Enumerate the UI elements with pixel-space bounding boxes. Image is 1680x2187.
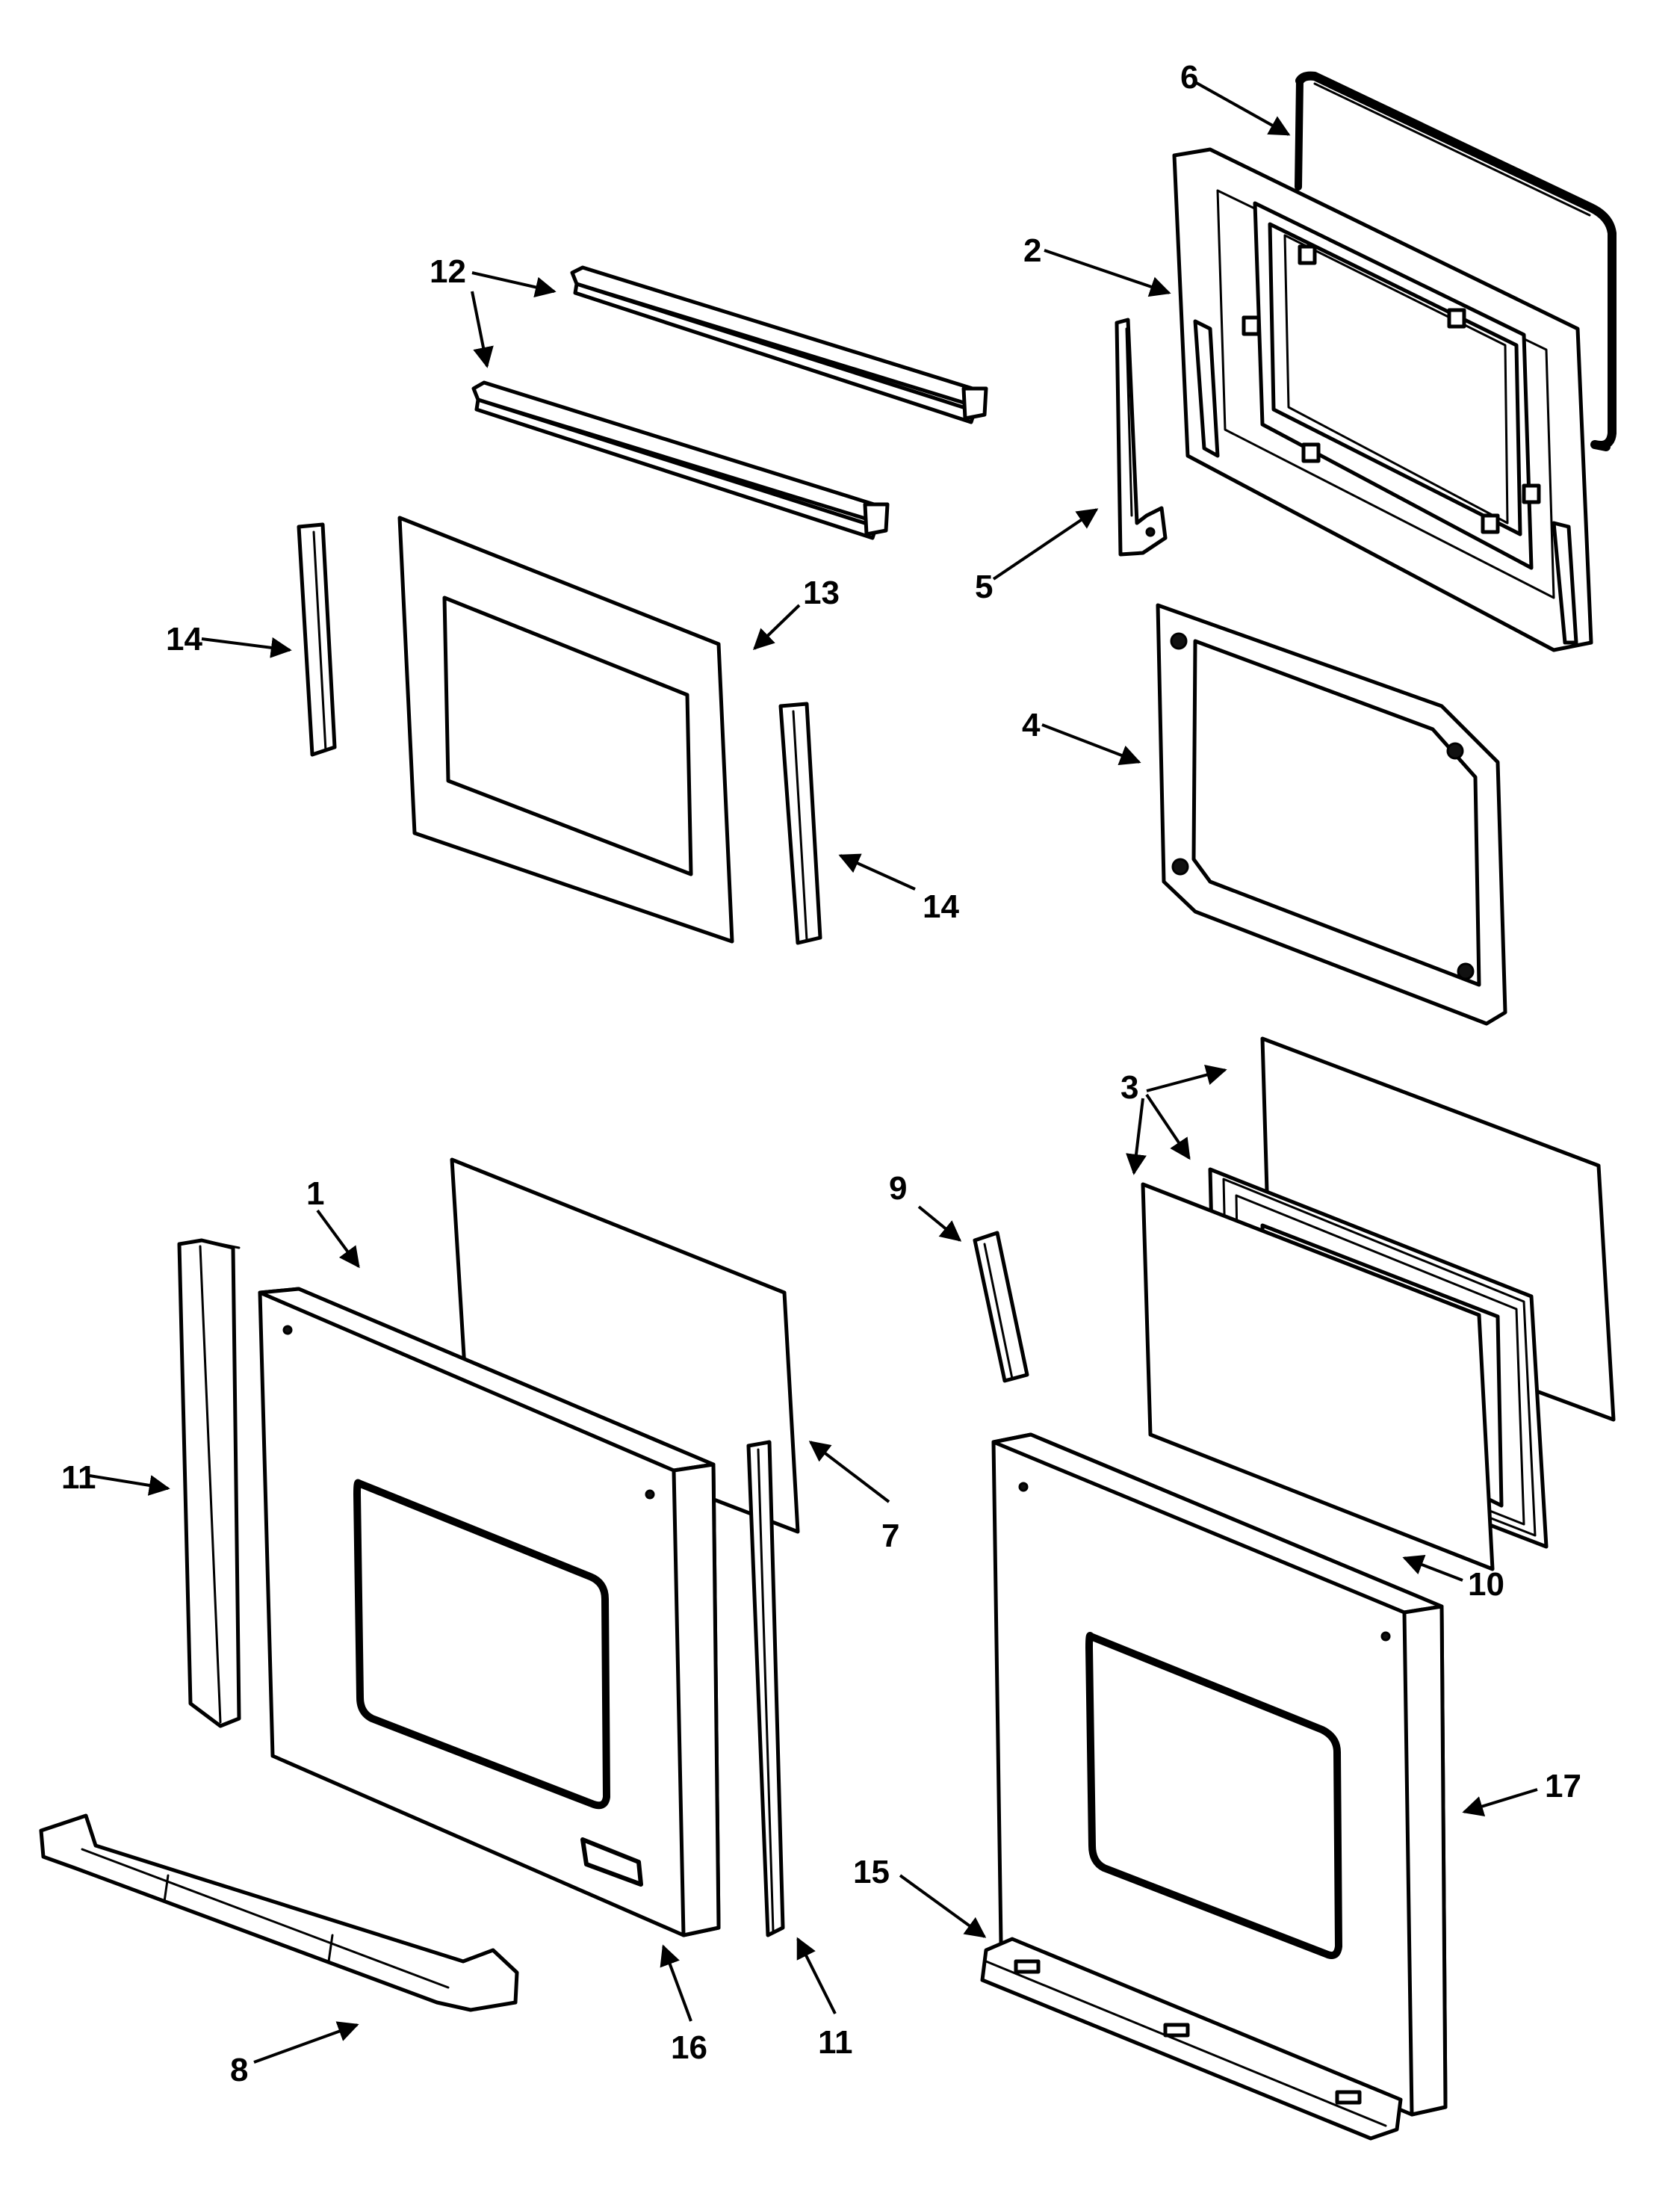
leader-13 <box>752 604 801 650</box>
leader-3-a <box>1146 1064 1227 1092</box>
leader-6 <box>1194 81 1291 136</box>
label-3: 3 <box>1120 1069 1138 1106</box>
label-11b: 11 <box>818 2024 853 2061</box>
part-5-hinge-bracket <box>1115 318 1168 557</box>
leader-2 <box>1044 249 1171 297</box>
leader-3-c <box>1126 1098 1147 1175</box>
label-10: 10 <box>1468 1566 1504 1603</box>
label-2: 2 <box>1023 232 1041 269</box>
label-13: 13 <box>803 575 840 611</box>
part-3-glass-pack <box>1141 1036 1616 1571</box>
part-9-small-bracket <box>973 1231 1029 1383</box>
leader-15 <box>899 1874 987 1938</box>
label-1: 1 <box>306 1175 324 1212</box>
part-12-door-rails <box>471 265 988 540</box>
part-1-outer-door-left <box>258 1287 721 1937</box>
label-14b: 14 <box>923 888 959 925</box>
label-14a: 14 <box>166 621 202 658</box>
label-9: 9 <box>889 1170 907 1207</box>
label-17: 17 <box>1545 1768 1581 1804</box>
part-11-left-door-trim <box>177 1238 241 1728</box>
leader-lines <box>89 81 1538 2064</box>
part-13-outer-glass-panel <box>397 516 734 944</box>
callout-labels: 6 2 12 5 13 14 4 14 3 9 1 11 7 10 17 15 … <box>61 59 1581 2088</box>
label-12: 12 <box>430 253 466 290</box>
label-7: 7 <box>881 1518 899 1554</box>
part-14-left-side-trim <box>297 522 337 757</box>
leader-12-bottom <box>471 291 494 368</box>
part-14-right-side-trim <box>778 702 822 945</box>
leader-11-right <box>796 1937 837 2014</box>
leader-12-top <box>471 271 557 298</box>
part-6-door-gasket <box>1295 71 1617 451</box>
leader-10 <box>1402 1554 1463 1582</box>
label-4: 4 <box>1022 707 1041 743</box>
label-16: 16 <box>671 2029 707 2066</box>
part-2-inner-door-frame <box>1172 147 1593 652</box>
leader-1 <box>316 1209 360 1269</box>
label-5: 5 <box>975 569 993 605</box>
leader-17 <box>1462 1788 1538 1817</box>
part-4-inner-door-panel <box>1156 603 1507 1026</box>
leader-16 <box>660 1944 692 2022</box>
label-6: 6 <box>1180 59 1198 96</box>
label-15: 15 <box>853 1854 890 1890</box>
leader-8 <box>253 2021 359 2064</box>
part-15-door-bottom-trim <box>980 1937 1403 2141</box>
leader-14-left <box>201 637 292 658</box>
part-7-door-glass <box>450 1157 800 1534</box>
part-8-door-handle <box>39 1813 519 2012</box>
leader-5 <box>992 508 1099 581</box>
label-11a: 11 <box>61 1459 96 1496</box>
leader-11-left <box>89 1474 170 1496</box>
leader-7 <box>808 1441 890 1503</box>
part-17-outer-door-right <box>991 1432 1448 2117</box>
leader-4 <box>1041 723 1141 766</box>
part-11-right-door-trim <box>746 1440 785 1937</box>
leader-14-right <box>838 853 916 891</box>
label-8: 8 <box>230 2052 248 2088</box>
leader-3-b <box>1145 1093 1191 1160</box>
leader-9 <box>917 1205 962 1242</box>
